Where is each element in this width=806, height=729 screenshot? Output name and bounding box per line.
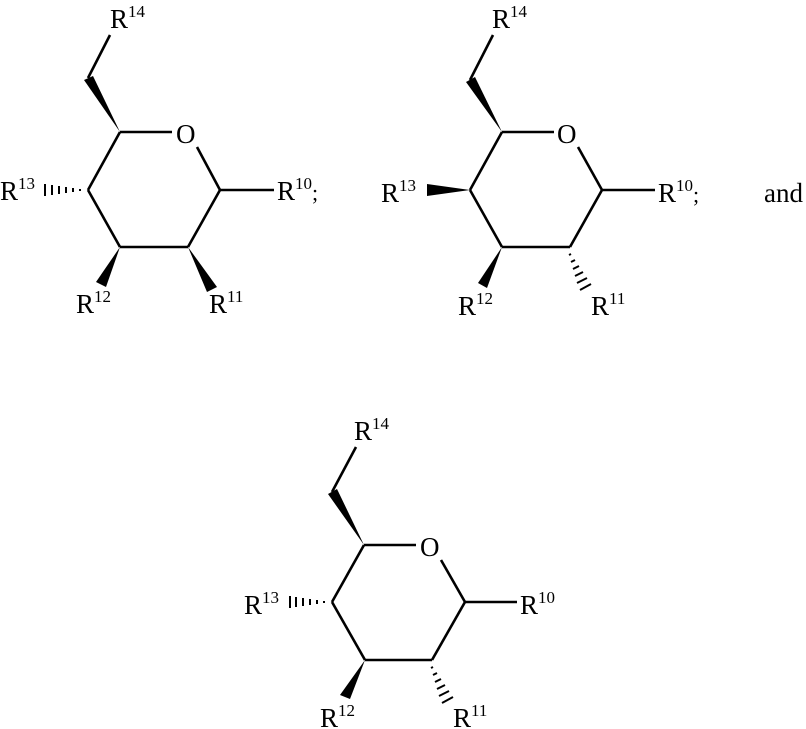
r12-label: R12 <box>458 289 493 321</box>
wedge-bond-c5-ch2 <box>84 76 120 132</box>
structure-1: O R14 R13 R10; R12 R11 <box>0 2 318 319</box>
ring-oxygen-label: O <box>557 119 577 149</box>
wedge-bond-c3-r12 <box>96 247 120 287</box>
wedge-bond-c3-r12 <box>478 247 502 288</box>
bond-c1-c2 <box>568 189 604 248</box>
wedge-bond-c5-ch2 <box>466 77 502 132</box>
r11-label: R11 <box>209 287 243 319</box>
bond-c3-c4 <box>330 601 367 661</box>
wedge-bond-c5-ch2 <box>328 489 364 545</box>
r14-label: R14 <box>110 2 146 34</box>
r13-label: R13 <box>381 176 416 208</box>
bond-ch2-r14 <box>468 34 495 81</box>
bond-c1-c2 <box>430 601 467 661</box>
structure-2: O R14 R13 R10; R12 R11 <box>381 2 699 321</box>
bond-o-c1 <box>576 146 604 191</box>
bond-c4-c5 <box>330 544 366 603</box>
hash-bond-c4-r13 <box>289 596 325 608</box>
structure-3: O R14 R13 R10 R12 R11 <box>244 414 555 729</box>
bond-ch2-r14 <box>86 34 112 79</box>
bond-c1-c2 <box>186 189 222 248</box>
hash-bond-c2-r11 <box>430 666 454 704</box>
wedge-bond-c4-r13 <box>427 184 470 196</box>
r14-label: R14 <box>492 2 528 34</box>
bond-ch2-r14 <box>330 446 358 493</box>
hash-bond-c2-r11 <box>568 253 592 291</box>
r11-label: R11 <box>453 701 487 729</box>
r14-label: R14 <box>354 414 390 446</box>
r10-label: R10 <box>520 588 555 620</box>
wedge-bond-c3-r12 <box>340 660 365 699</box>
bond-c3-c4 <box>468 189 504 248</box>
bond-c4-c5 <box>468 131 504 191</box>
bond-c4-c5 <box>86 131 122 191</box>
r11-label: R11 <box>591 289 625 321</box>
conjunction-text: and <box>764 178 803 208</box>
r10-label: R10; <box>277 174 318 206</box>
hash-bond-c4-r13 <box>44 184 81 196</box>
r13-label: R13 <box>0 174 35 206</box>
r13-label: R13 <box>244 588 279 620</box>
r12-label: R12 <box>320 701 355 729</box>
r12-label: R12 <box>76 287 111 319</box>
bond-o-c1 <box>195 146 222 191</box>
wedge-bond-c2-r11 <box>188 247 217 292</box>
bond-o-c1 <box>439 559 467 603</box>
bond-c3-c4 <box>86 189 122 248</box>
ring-oxygen-label: O <box>420 532 440 562</box>
ring-oxygen-label: O <box>176 119 196 149</box>
r10-label: R10; <box>658 176 699 208</box>
